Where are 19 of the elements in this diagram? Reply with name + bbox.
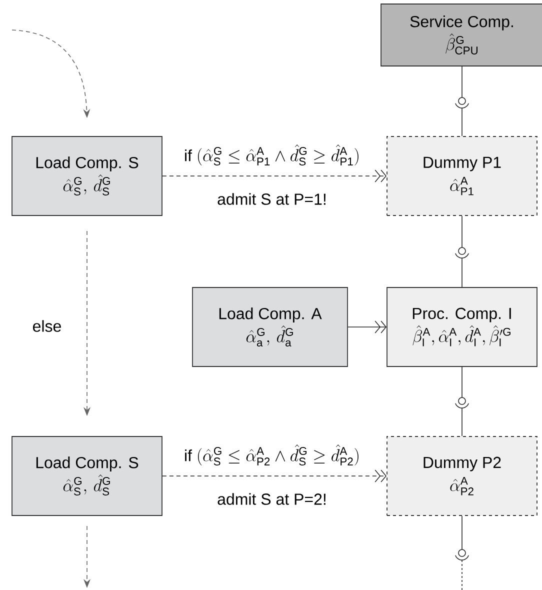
edge-label: $\mathrm{if}\ (\hat{\alpha}^{\mathrm{G}}_{\mathrm{S}} \leq \hat{\alpha}^{\mathrm{A}}_{\mathrm{P2}} \wedge \hat{d}^{\mathrm{G}}_{\mathrm{S}} \geq \hat{d}^{\mathrm{A}}_{\mathrm{P2}})$ [183, 444, 361, 466]
component-box: Service Comp. $\hat{\beta}^{\mathrm{G}}_{\mathrm{CPU}}$ [380, 4, 542, 66]
arrow [162, 470, 387, 482]
note-text: admit S at P=2! [218, 493, 326, 505]
note-text: admit S at P=1! [218, 193, 326, 205]
arrow [162, 170, 387, 182]
connector-line [455, 366, 469, 436]
connector-line [455, 516, 469, 590]
component-box: Load Comp. S $\hat{\alpha}^{\mathrm{G}}_{\mathrm{S}},\, \hat{d}^{\mathrm{G}}_{\mathrm{S}}$ [12, 136, 162, 216]
connector-line [455, 66, 469, 136]
edge-label: $\mathrm{if}\ (\hat{\alpha}^{\mathrm{G}}_{\mathrm{S}} \leq \hat{\alpha}^{\mathrm{A}}_{\mathrm{P1}} \wedge \hat{d}^{\mathrm{G}}_{\mathrm{S}} \geq \hat{d}^{\mathrm{A}}_{\mathrm{P1}})$ [183, 144, 361, 166]
dummy-box: Dummy P1 $\hat{\alpha}^{\mathrm{A}}_{\mathrm{P1}}$ [386, 136, 538, 216]
component-box: Load Comp. S $\hat{\alpha}^{\mathrm{G}}_{\mathrm{S}},\, \hat{d}^{\mathrm{G}}_{\mathrm{S}}$ [12, 436, 162, 516]
edge-label: else [31, 319, 63, 333]
arrow [348, 320, 387, 334]
dummy-box: Dummy P2 $\hat{\alpha}^{\mathrm{A}}_{\mathrm{P2}}$ [386, 436, 538, 516]
connector-line [455, 216, 469, 288]
component-box: Load Comp. A $\hat{\alpha}^{\mathrm{G}}_{\mathrm{a}},\, \hat{d}^{\mathrm{G}}_{\mathrm{a}}$ [192, 287, 348, 367]
component-box: Proc. Comp. I $\hat{\beta}^{\mathrm{A}}_{\mathrm{I}}, \hat{\alpha}^{\mathrm{A}}_{\mathrm{I}}, \hat{d}^{\mathrm{A}}_{\mathrm{I}}, \hat{\beta}^{\prime\mathrm{G}}_{\mathrm{I}}$ [386, 287, 538, 367]
